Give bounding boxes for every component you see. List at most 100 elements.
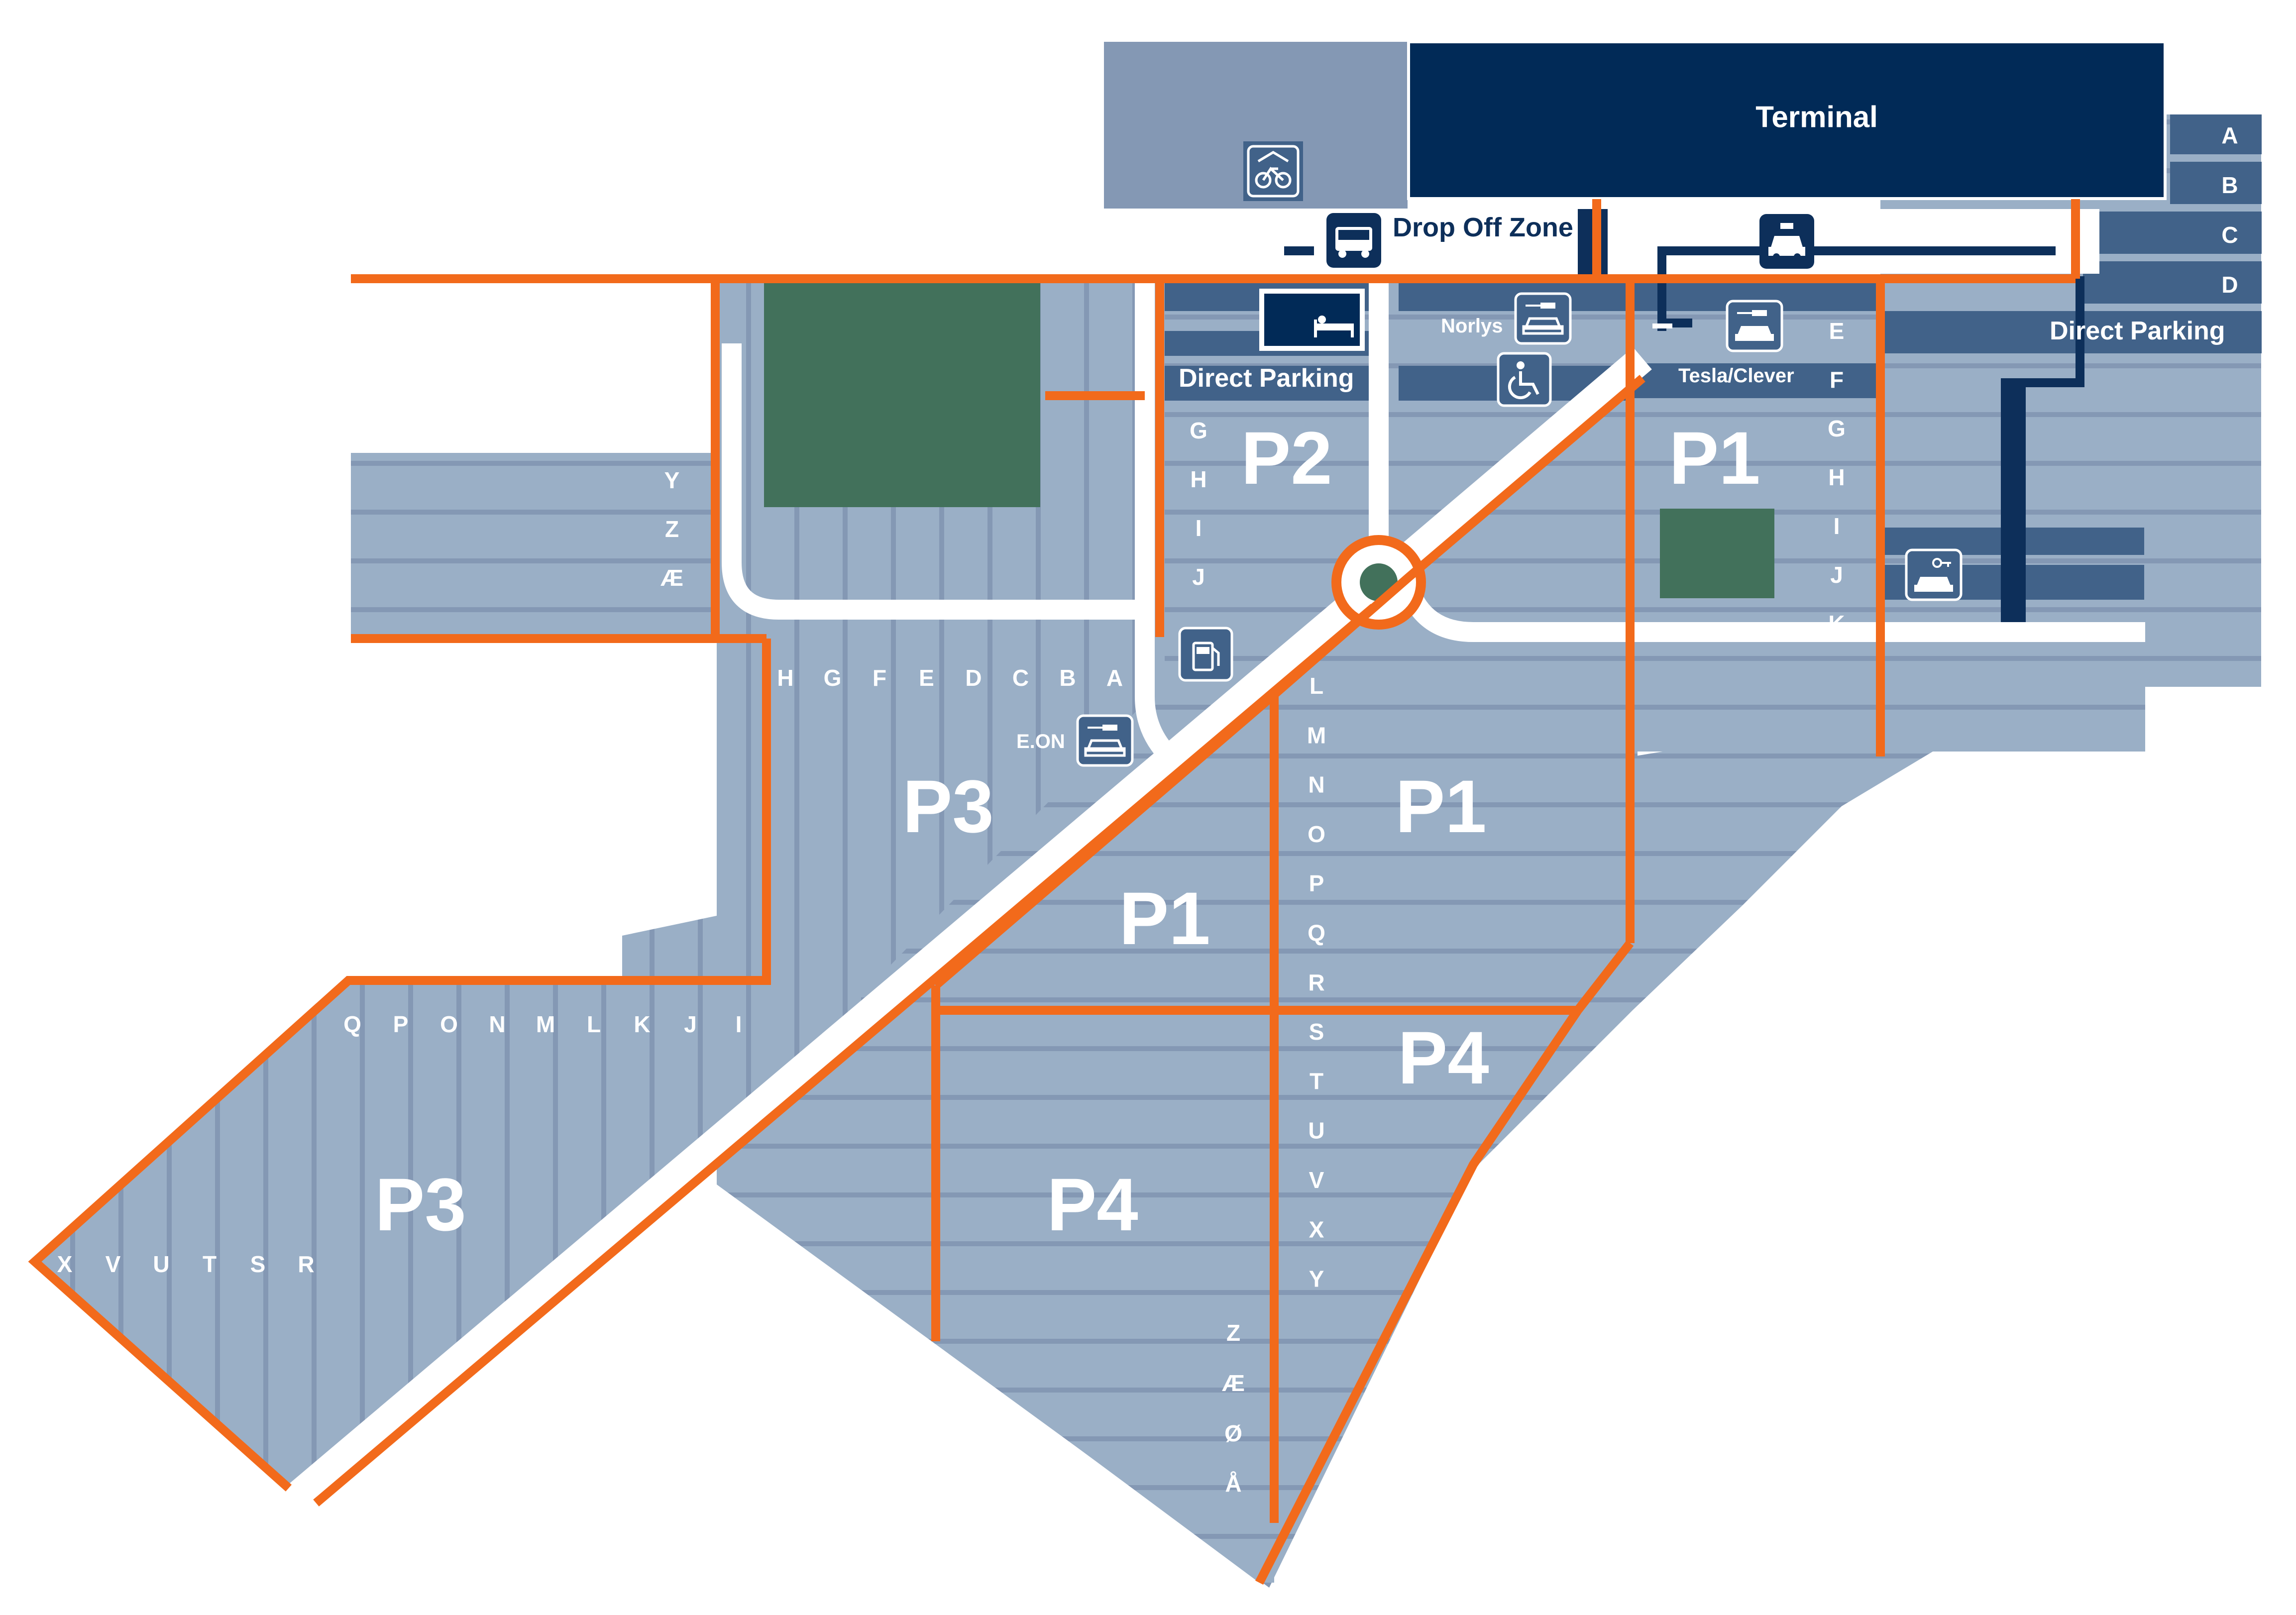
- row-label-central: T: [1310, 1068, 1323, 1094]
- band-left-3: [1165, 366, 1369, 401]
- row-label-central: Q: [1308, 920, 1325, 946]
- tesla-clever-label: Tesla/Clever: [1678, 365, 1794, 387]
- zone-label-p1-upper: P1: [1669, 416, 1760, 500]
- row-label-p2: J: [1192, 564, 1205, 590]
- terminal-building: [1407, 40, 2167, 200]
- row-label-p3-mid: P: [393, 1011, 409, 1037]
- row-label-p1-upper: F: [1830, 367, 1844, 393]
- taxi-icon: [1759, 214, 1814, 269]
- border-east-curve: [1255, 940, 1634, 1585]
- row-label-terminal-gates: B: [2221, 172, 2238, 198]
- row-label-p3-top: D: [965, 665, 982, 691]
- wheelchair-icon: [1497, 352, 1552, 407]
- row-label-p3-low: T: [203, 1251, 217, 1277]
- row-label-p3-mid: J: [684, 1011, 697, 1037]
- car-key-icon: [1905, 548, 1963, 601]
- row-label-p1-upper: J: [1830, 562, 1843, 588]
- bus-icon: [1326, 213, 1381, 268]
- row-label-central: Y: [1309, 1266, 1324, 1292]
- row-label-p1-upper: G: [1828, 416, 1846, 441]
- ev-charger-icon-tesla: [1726, 300, 1783, 352]
- zone-label-p1-diag: P1: [1119, 876, 1210, 960]
- row-label-p3-mid: O: [440, 1011, 458, 1037]
- row-label-central: V: [1309, 1167, 1324, 1193]
- row-label-south: Æ: [1222, 1370, 1245, 1396]
- row-label-p3-top: C: [1012, 665, 1029, 691]
- row-label-central: S: [1309, 1019, 1324, 1045]
- row-label-p3-top: G: [824, 665, 842, 691]
- bicycle-icon: [1243, 141, 1303, 201]
- eon-label: E.ON: [1016, 731, 1065, 753]
- row-label-p3-top: B: [1059, 665, 1076, 691]
- row-label-terminal-gates: A: [2221, 122, 2238, 148]
- p2-area: [1165, 279, 1638, 756]
- west-area: [351, 453, 719, 642]
- row-label-p3-low: S: [250, 1251, 266, 1277]
- zone-label-p3-lower: P3: [375, 1163, 466, 1246]
- ev-charger-icon-eon: [1076, 714, 1134, 767]
- row-label-central: P: [1309, 870, 1324, 896]
- row-label-p1-upper: H: [1828, 464, 1845, 490]
- row-label-p1-upper: K: [1828, 611, 1845, 637]
- row-label-south: Ø: [1224, 1420, 1242, 1446]
- row-label-p3-mid: I: [736, 1011, 742, 1037]
- row-label-west: Z: [665, 516, 679, 542]
- row-label-p1-upper: E: [1829, 318, 1845, 344]
- east-curve-lot: [1633, 672, 2145, 961]
- row-label-central: M: [1307, 722, 1326, 748]
- zone-label-p4-east: P4: [1398, 1016, 1489, 1099]
- fuel-pump-icon: [1178, 627, 1233, 682]
- row-label-p3-low: V: [106, 1251, 121, 1277]
- row-label-central: R: [1308, 969, 1324, 995]
- row-label-p3-top: E: [919, 665, 934, 691]
- south-area: [717, 1010, 1274, 1583]
- row-label-p3-low: R: [298, 1251, 314, 1277]
- row-label-p3-top: A: [1106, 665, 1123, 691]
- band-p1-2: [1633, 363, 1879, 398]
- row-label-west: Y: [664, 467, 680, 493]
- lot-areas: [35, 42, 2261, 1588]
- row-label-p3-mid: Q: [343, 1011, 361, 1037]
- border-diag-bottom: [313, 604, 1377, 1507]
- zone-label-p4-south: P4: [1047, 1163, 1138, 1246]
- p3-lower-area: [35, 906, 861, 1488]
- gate-c: [2083, 212, 2262, 254]
- terminal-title: Terminal: [1755, 101, 1878, 134]
- row-label-south: Å: [1225, 1471, 1241, 1497]
- zone-labels: P2 P1 P3 P1 P1 P4 P4 P3: [375, 416, 1760, 1246]
- row-label-central: O: [1308, 821, 1325, 847]
- row-label-p3-low: U: [153, 1251, 169, 1277]
- row-label-p3-mid: K: [634, 1011, 650, 1037]
- gate-b: [2170, 162, 2262, 204]
- road-p3-loop: [722, 279, 1155, 620]
- direct-parking-left-label: Direct Parking: [1179, 364, 1354, 393]
- row-label-p1-upper: I: [1834, 513, 1840, 539]
- zone-borders: [28, 199, 2080, 1585]
- green-block-p3: [764, 282, 1040, 507]
- row-label-central: X: [1309, 1216, 1324, 1242]
- green-block-p1: [1660, 509, 1774, 598]
- direct-parking-right-label: Direct Parking: [2050, 317, 2225, 345]
- row-label-terminal-gates: D: [2221, 272, 2238, 298]
- hotel-bed-icon: [1259, 289, 1365, 351]
- row-label-south: Z: [1226, 1320, 1240, 1346]
- row-label-terminal-gates: C: [2221, 222, 2238, 248]
- row-label-central: N: [1308, 772, 1324, 798]
- drop-off-label: Drop Off Zone: [1393, 213, 1573, 242]
- row-label-p2: I: [1196, 515, 1202, 541]
- zone-label-p1-central: P1: [1395, 764, 1486, 848]
- row-label-p2: G: [1190, 418, 1207, 443]
- zone-label-p2: P2: [1241, 416, 1332, 500]
- road-p2-stem: [1135, 610, 1177, 764]
- row-label-p3-mid: M: [536, 1011, 555, 1037]
- p3-lower-area-2: [762, 906, 861, 1010]
- zone-label-p3-upper: P3: [902, 764, 993, 848]
- row-label-central: L: [1310, 673, 1323, 699]
- gate-e: [1880, 311, 2262, 353]
- row-label-p3-mid: L: [587, 1011, 601, 1037]
- row-label-p3-mid: N: [489, 1011, 505, 1037]
- gate-d: [2083, 261, 2262, 304]
- border-p3-block: [28, 639, 771, 1492]
